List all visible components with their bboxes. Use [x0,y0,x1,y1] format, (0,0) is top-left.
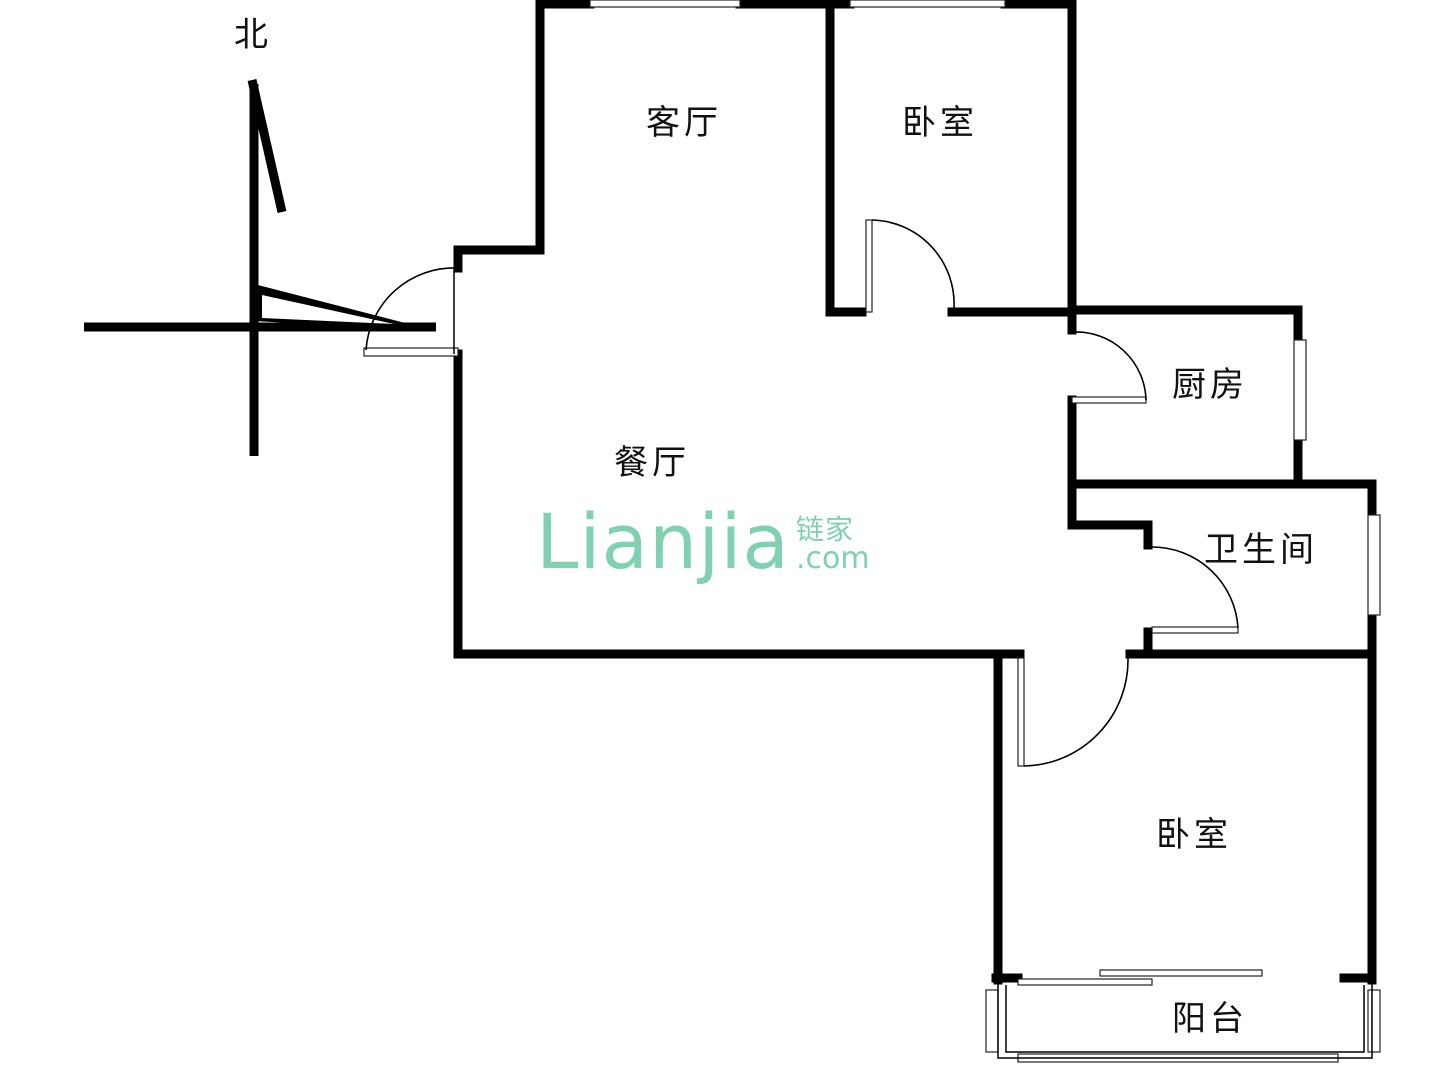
watermark-side: 链家 .com [796,512,870,576]
kitchen-door [1071,331,1147,404]
watermark-domain-text: .com [796,541,870,576]
room-label-dining-room: 餐厅 [614,443,690,483]
entry-door [363,267,459,357]
room-label-bathroom: 卫生间 [1204,530,1318,570]
room-label-balcony: 阳台 [1172,999,1248,1039]
bathroom-door [1151,546,1239,634]
room-label-kitchen: 厨房 [1172,365,1248,405]
compass-north-label: 北 [234,15,272,55]
room-label-bedroom-south: 卧室 [1156,815,1232,855]
watermark-cn-text: 链家 [796,512,855,546]
walls [453,0,1377,985]
balcony-structure [997,969,1373,1059]
compass-icon [84,79,436,456]
lianjia-watermark-logo: Lianjia 链家 .com [536,500,870,580]
watermark-main-text: Lianjia [536,497,790,586]
room-label-living-room: 客厅 [646,103,722,143]
room-label-bedroom-north: 卧室 [902,103,978,143]
bedroom-south-door [1017,657,1129,767]
bedroom-north-door [865,219,955,313]
